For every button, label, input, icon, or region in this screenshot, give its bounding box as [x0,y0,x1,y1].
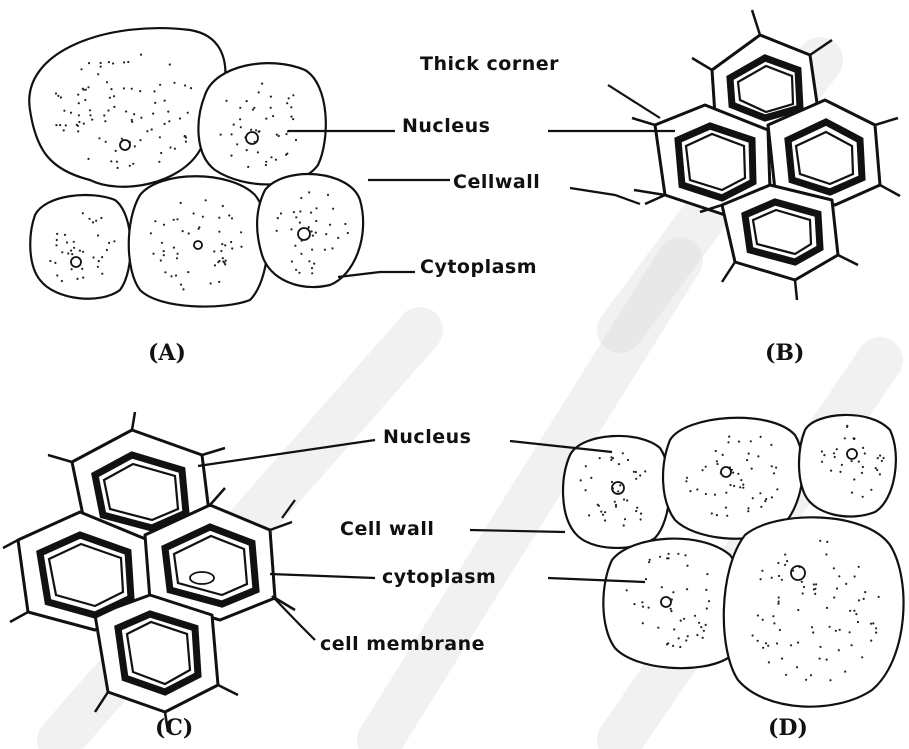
cell-a5 [257,174,363,287]
cell-d3 [799,415,896,517]
cell-d4 [603,539,744,669]
nucleus-d4 [661,597,671,607]
label-nucleus-c: Nucleus [383,426,471,448]
label-cellwall-a: Cellwall [453,171,540,193]
caption-d: (D) [768,715,808,741]
nucleus-a2 [246,132,258,144]
label-cell-membrane-c: cell membrane [320,633,485,655]
panel-b-leaders [548,85,675,204]
panel-d-cells [563,415,904,707]
nucleus-a1 [120,140,130,150]
panel-a-cells [29,28,363,306]
caption-c: (C) [155,715,193,741]
nucleus-d5 [791,566,805,580]
label-cytoplasm-c: cytoplasm [382,566,496,588]
nucleus-c-right [190,572,214,584]
caption-b: (B) [765,340,804,366]
cell-d5 [724,517,904,706]
nucleus-a3 [71,257,81,267]
cell-a3 [30,195,130,299]
label-cellwall-c: Cell wall [340,518,434,540]
label-cytoplasm-a: Cytoplasm [420,256,537,278]
caption-a: (A) [148,340,186,366]
nucleus-d3 [847,449,857,459]
panel-c-cells [3,412,295,732]
cell-a1 [29,28,225,187]
label-thick-corner-b: Thick corner [420,53,559,75]
nucleus-a4 [194,241,202,249]
label-nucleus-a: Nucleus [402,115,490,137]
cell-a2 [198,63,325,184]
vacuole-b-left [686,134,745,190]
